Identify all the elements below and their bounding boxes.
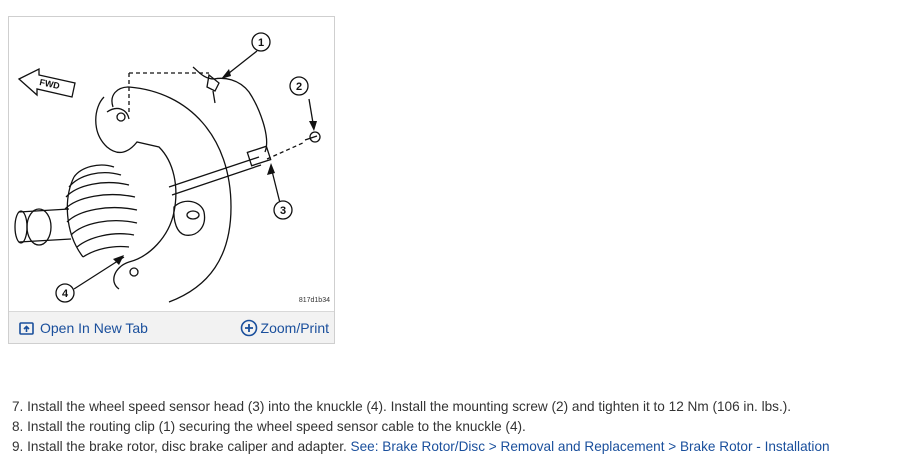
callout-1: 1 [258, 37, 264, 49]
figure-code: 817d1b34 [298, 297, 330, 304]
step-9: 9. Install the brake rotor, disc brake c… [12, 439, 830, 454]
step-8: 8. Install the routing clip (1) securing… [12, 419, 526, 434]
callout-4: 4 [62, 288, 69, 300]
step-7: 7. Install the wheel speed sensor head (… [12, 399, 792, 414]
zoom-print-button[interactable]: Zoom/Print [240, 319, 329, 337]
brake-rotor-installation-link[interactable]: See: Brake Rotor/Disc > Removal and Repl… [350, 439, 830, 454]
diagram-image[interactable]: 1 2 3 4 FWD 817d1b34 [9, 17, 334, 312]
wheel-speed-sensor-diagram: 1 2 3 4 FWD [14, 32, 321, 303]
figure-card: 1 2 3 4 FWD 817d1b34 Open In New Tab Zoo… [8, 16, 335, 344]
figure-toolbar: Open In New Tab Zoom/Print [9, 312, 334, 344]
open-in-new-tab-label: Open In New Tab [40, 320, 148, 336]
callout-2: 2 [296, 81, 302, 93]
fwd-label: FWD [39, 77, 62, 91]
plus-circle-icon [240, 319, 257, 337]
open-in-new-tab-button[interactable]: Open In New Tab [19, 320, 148, 336]
zoom-print-label: Zoom/Print [260, 320, 329, 336]
instruction-steps: 7. Install the wheel speed sensor head (… [12, 397, 912, 457]
callout-3: 3 [280, 205, 286, 217]
open-in-new-tab-icon [19, 321, 34, 335]
